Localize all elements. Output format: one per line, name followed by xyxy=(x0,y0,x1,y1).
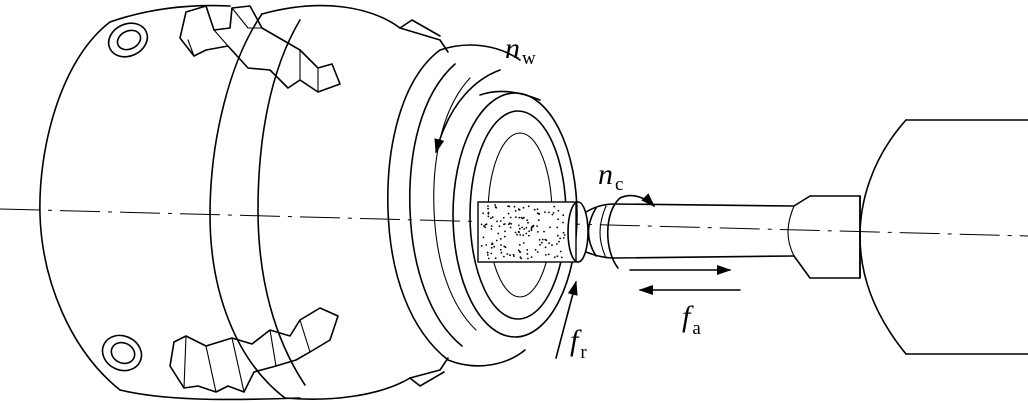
mounting-hole-bottom xyxy=(101,334,143,372)
chuck-face-top xyxy=(261,4,401,29)
radial-feed-arrow xyxy=(555,280,578,359)
chuck-bottom-edge xyxy=(119,389,301,401)
grinder-spindle xyxy=(585,119,1028,355)
chuck-top-edge xyxy=(109,4,231,23)
jaw-slot-top-right xyxy=(399,19,441,37)
chuck-face-bottom-right xyxy=(409,357,449,379)
grinding-wheel xyxy=(477,201,589,263)
chuck-inner-rim xyxy=(257,19,306,386)
chuck-jaw-top xyxy=(179,5,341,93)
chuck-face-top-right xyxy=(399,27,449,53)
jaw-slot-bottom-right xyxy=(409,371,445,387)
chuck-face-left-edge xyxy=(209,13,286,399)
chuck-jaw-bottom xyxy=(169,307,339,393)
workpiece-rotation-arrow xyxy=(434,69,501,154)
mounting-hole-top xyxy=(107,22,149,58)
chuck-back-rim xyxy=(39,21,121,391)
chuck-hub xyxy=(387,44,526,367)
chuck-face-bottom xyxy=(284,377,411,400)
wheel-rotation-arrow xyxy=(606,193,656,269)
chuck-body xyxy=(39,4,449,401)
